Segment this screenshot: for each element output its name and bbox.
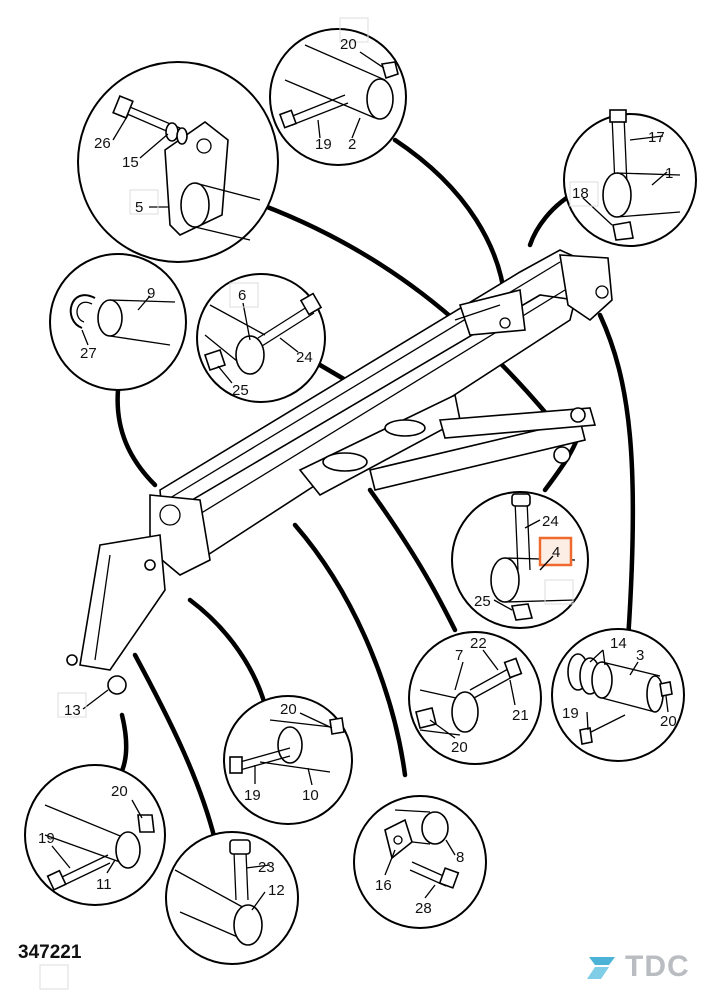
detail-circle-pin-11 — [24, 764, 166, 906]
label-4: 4 — [552, 544, 560, 561]
label-19: 19 — [562, 705, 579, 722]
detail-circle-pin-6 — [196, 273, 326, 403]
label-1: 1 — [665, 165, 673, 182]
tdc-logo: TDC — [585, 950, 690, 984]
label-17: 17 — [648, 129, 665, 146]
label-26: 26 — [94, 135, 111, 152]
label-22: 22 — [470, 635, 487, 652]
label-13: 13 — [64, 702, 81, 719]
detail-circle-pin-4 — [451, 491, 589, 629]
detail-circle-pivot-plate — [77, 61, 279, 263]
label-10: 10 — [302, 787, 319, 804]
label-18: 18 — [572, 185, 589, 202]
drawing-number: 347221 — [18, 942, 82, 963]
label-24: 24 — [542, 513, 559, 530]
detail-circle-pin-7 — [408, 631, 542, 765]
main-boom-assembly — [66, 249, 613, 695]
label-7: 7 — [455, 647, 463, 664]
label-20: 20 — [660, 713, 677, 730]
highlight-box — [538, 536, 573, 567]
label-25: 25 — [474, 593, 491, 610]
label-20: 20 — [340, 36, 357, 53]
label-27: 27 — [80, 345, 97, 362]
label-8: 8 — [456, 849, 464, 866]
label-leaders — [51, 51, 669, 911]
detail-circle-pin-1 — [563, 109, 697, 247]
detail-circle-pin-2 — [269, 28, 407, 166]
part-labels: 26 15 5 20 19 2 17 1 18 9 27 6 24 25 24 … — [38, 36, 677, 917]
label-19: 19 — [315, 136, 332, 153]
label-23: 23 — [258, 859, 275, 876]
label-19: 19 — [38, 830, 55, 847]
label-2: 2 — [348, 136, 356, 153]
detail-circle-pin-8 — [353, 795, 487, 929]
label-25: 25 — [232, 382, 249, 399]
label-21: 21 — [512, 707, 529, 724]
label-20: 20 — [280, 701, 297, 718]
label-12: 12 — [268, 882, 285, 899]
label-24: 24 — [296, 349, 313, 366]
label-5: 5 — [135, 199, 143, 216]
label-28: 28 — [415, 900, 432, 917]
label-20: 20 — [451, 739, 468, 756]
label-20: 20 — [111, 783, 128, 800]
label-19: 19 — [244, 787, 261, 804]
detail-circle-pin-10 — [223, 695, 353, 825]
label-16: 16 — [375, 877, 392, 894]
label-9: 9 — [147, 285, 155, 302]
leader-lines — [115, 137, 636, 843]
label-15: 15 — [122, 154, 139, 171]
label-6: 6 — [238, 287, 246, 304]
label-boxes — [39, 17, 599, 990]
label-3: 3 — [636, 647, 644, 664]
detail-circle-pin-9 — [49, 253, 187, 391]
label-14: 14 — [610, 635, 627, 652]
label-11: 11 — [96, 876, 112, 893]
tdc-logo-icon — [587, 957, 615, 979]
tdc-logo-text: TDC — [625, 950, 690, 983]
detail-circle-pin-3 — [551, 628, 685, 762]
